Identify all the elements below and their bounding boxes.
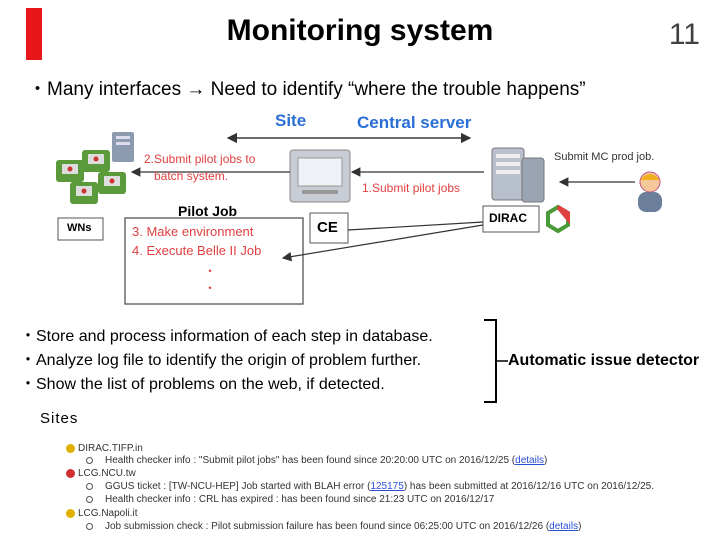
bullet-item: ・Show the list of problems on the web, i…: [20, 376, 385, 393]
dirac-ce-line: [347, 221, 484, 231]
bullet-dot-icon: [86, 522, 93, 530]
dirac-server-icon: [491, 147, 545, 203]
bullet-item: ・Analyze log file to identify the origin…: [20, 352, 422, 369]
bullet-dot-icon: [86, 456, 93, 464]
sites-heading: Sites: [40, 410, 79, 427]
intro-line: ・Many interfaces → Need to identify “whe…: [28, 74, 586, 101]
site-issue-item: Health checker info : CRL has expired : …: [86, 494, 494, 505]
slide-title: Monitoring system: [226, 14, 494, 47]
details-link[interactable]: details: [515, 455, 545, 466]
dirac-label: DIRAC: [489, 211, 527, 225]
user-icon: [638, 171, 662, 212]
bullet-item: ・Store and process information of each s…: [20, 328, 433, 345]
site-row-tifp: DIRAC.TIFP.in: [66, 443, 143, 454]
ce-server-icon: [289, 149, 351, 203]
step2-label: 2.Submit pilot jobs to: [144, 152, 256, 166]
page-number: 11: [668, 18, 700, 51]
step2b-label: batch system.: [154, 169, 229, 183]
ellipsis-dot-1: ・: [204, 264, 217, 278]
pilot-job-label: Pilot Job: [178, 203, 238, 219]
site-label: Site: [275, 111, 307, 130]
details-link[interactable]: details: [549, 521, 579, 532]
dirac-pilot-arrow: [281, 224, 484, 262]
site-issue-item: GGUS ticket : [TW-NCU-HEP] Job started w…: [86, 481, 654, 492]
step4-label: 4. Execute Belle II Job: [132, 243, 262, 258]
warning-icon: [66, 508, 75, 518]
intro-lead: ・Many interfaces: [28, 79, 187, 100]
intro-tail: Need to identify “where the trouble happ…: [205, 79, 586, 100]
intro-arrow: →: [186, 79, 206, 100]
site-issue-item: Job submission check : Pilot submission …: [86, 521, 581, 532]
ellipsis-dot-2: ・: [204, 281, 217, 295]
ce-label: CE: [317, 219, 338, 236]
step3-label: 3. Make environment: [132, 224, 254, 239]
site-row-ncu: LCG.NCU.tw: [66, 468, 136, 479]
central-server-label: Central server: [357, 113, 472, 132]
ticket-link[interactable]: 125175: [370, 481, 404, 492]
bullet-list: ・Store and process information of each s…: [20, 325, 433, 397]
accent-bar: [26, 8, 42, 60]
bullet-dot-icon: [86, 482, 93, 490]
dirac-logo-icon: [546, 204, 570, 234]
ce-box: [309, 212, 349, 244]
dirac-box: [482, 205, 540, 233]
automatic-issue-detector-label: Automatic issue detector: [508, 352, 700, 369]
bracket: [484, 319, 497, 403]
pilot-job-box: [124, 217, 304, 305]
submit-mc-label: Submit MC prod job.: [554, 151, 655, 163]
site-row-napoli: LCG.Napoli.it: [66, 508, 137, 519]
site-issue-item: Health checker info : "Submit pilot jobs…: [86, 455, 547, 466]
bullet-dot-icon: [86, 495, 93, 503]
wns-box: [57, 217, 104, 241]
worker-nodes-icon: [56, 132, 134, 204]
error-icon: [66, 468, 75, 478]
warning-icon: [66, 443, 75, 453]
wns-label: WNs: [67, 222, 92, 234]
step1-label: 1.Submit pilot jobs: [362, 181, 461, 195]
